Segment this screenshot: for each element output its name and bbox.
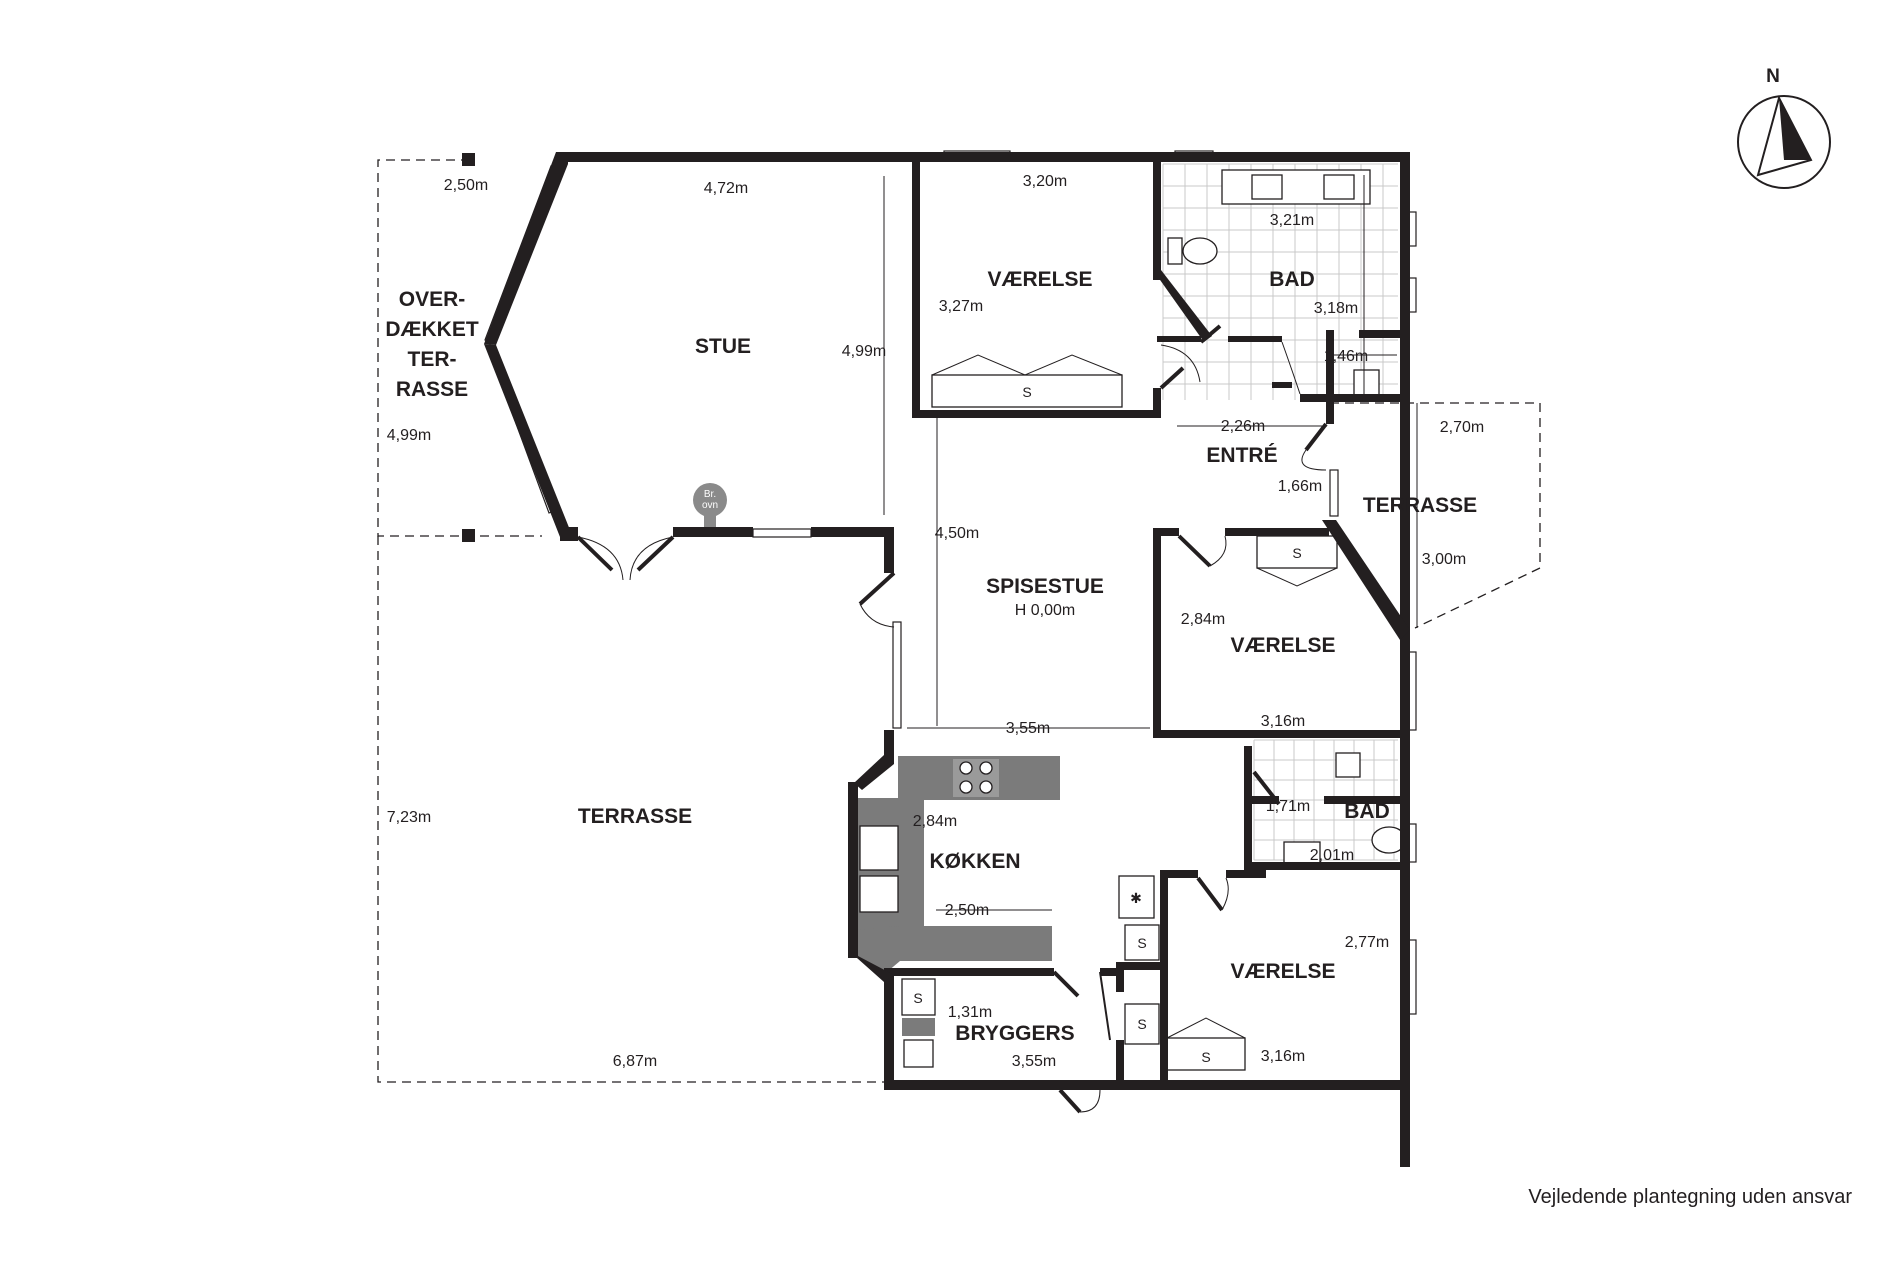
svg-text:ovn: ovn (702, 500, 718, 511)
dim-bad-top-small: 1,46m (1324, 348, 1368, 365)
dim-terrasse-west-height: 7,23m (387, 809, 431, 826)
room-labels: OVER- DÆKKET TER- RASSE STUE VÆRELSE BAD… (385, 268, 1477, 1045)
room-vaerelse-bottom: VÆRELSE (1230, 960, 1335, 983)
dim-vaerelse-top-height: 3,27m (939, 298, 983, 315)
disclaimer: Vejledende plantegning uden ansvar (1528, 1186, 1852, 1208)
overdaekket-label-4: RASSE (396, 378, 468, 401)
dim-vaerelse-top-width: 3,20m (1023, 173, 1067, 190)
washer-icon (903, 1039, 934, 1068)
stove-burners-icon (959, 761, 993, 794)
fixtures: S S S S S S Br. ovn (693, 169, 1407, 1071)
svg-text:S: S (1022, 384, 1031, 400)
walls (484, 152, 1410, 1167)
spisestue-height: H 0,00m (1015, 602, 1075, 619)
toilet-icon (1182, 237, 1218, 265)
svg-text:S: S (1292, 545, 1301, 561)
svg-text:S: S (1201, 1049, 1210, 1065)
dim-vaerelse-bottom-height: 2,77m (1345, 934, 1389, 951)
overdaekket-label-2: DÆKKET (385, 318, 479, 341)
closet-hall-1: S (1124, 924, 1160, 961)
north-compass-icon: N (1737, 66, 1831, 189)
dim-terrasse-east-width: 2,70m (1440, 419, 1484, 436)
room-terrasse-west: TERRASSE (578, 805, 692, 828)
svg-text:Br.: Br. (704, 489, 716, 500)
closet-hall-2: S (1124, 1003, 1160, 1045)
dimension-lines (883, 175, 1418, 911)
room-bad-small: BAD (1344, 800, 1390, 823)
compass-north-label: N (1766, 66, 1780, 87)
overdaekket-label-3: TER- (408, 348, 457, 371)
dishwasher-icon (859, 875, 899, 913)
shower-small-icon (1335, 752, 1361, 778)
closet-bryggers: S (901, 978, 936, 1016)
room-vaerelse-top: VÆRELSE (987, 268, 1092, 291)
dim-stue-height: 4,99m (842, 343, 886, 360)
room-terrasse-east: TERRASSE (1363, 494, 1477, 517)
fireplace-icon: Br. ovn (693, 483, 727, 530)
dim-vaerelse-mid-width: 3,16m (1261, 713, 1305, 730)
doors (576, 324, 1328, 1114)
sink-icon (859, 825, 899, 871)
dim-entre-width: 2,26m (1221, 418, 1265, 435)
dim-spisestue-height: 4,50m (935, 525, 979, 542)
dim-stue-width: 4,72m (704, 180, 748, 197)
room-entre: ENTRÉ (1206, 444, 1277, 467)
closet-vaerelse-bottom: S (1166, 1017, 1246, 1071)
room-bad-top: BAD (1269, 268, 1315, 291)
room-kokken: KØKKEN (929, 850, 1020, 873)
svg-text:S: S (1137, 935, 1146, 951)
dimension-labels: 2,50m 4,99m 4,72m 4,99m 3,20m 3,27m 3,21… (387, 173, 1484, 1070)
snowflake-icon: ✱ (1130, 890, 1142, 906)
svg-text:S: S (1137, 1016, 1146, 1032)
dim-overdaekket-height: 4,99m (387, 427, 431, 444)
dim-bad-small-height: 1,71m (1266, 798, 1310, 815)
room-spisestue: SPISESTUE (986, 575, 1104, 598)
dim-kokken-width: 2,50m (945, 902, 989, 919)
dim-bad-top-width: 3,21m (1270, 212, 1314, 229)
dim-bryggers-height: 1,31m (948, 1004, 992, 1021)
dim-entre-height: 1,66m (1278, 478, 1322, 495)
kitchen-counter: ✱ (853, 756, 1155, 972)
room-stue: STUE (695, 335, 751, 358)
dim-kokken-height: 2,84m (913, 813, 957, 830)
svg-text:S: S (913, 990, 922, 1006)
overdaekket-label-1: OVER- (399, 288, 466, 311)
dim-vaerelse-mid-height: 2,84m (1181, 611, 1225, 628)
closet-vaerelse-mid: S (1256, 535, 1338, 587)
terrace-outlines (377, 153, 1541, 1083)
shower-icon (1353, 369, 1380, 397)
dim-terrasse-west-width: 6,87m (613, 1053, 657, 1070)
freezer-icon (1118, 875, 1155, 919)
closet-vaerelse-top: S (931, 354, 1123, 408)
dim-terrasse-east-height: 3,00m (1422, 551, 1466, 568)
room-vaerelse-mid: VÆRELSE (1230, 634, 1335, 657)
dim-bad-top-height: 3,18m (1314, 300, 1358, 317)
dim-bad-small-width: 2,01m (1310, 847, 1354, 864)
dim-bryggers-width: 3,55m (1012, 1053, 1056, 1070)
room-bryggers: BRYGGERS (955, 1022, 1074, 1045)
dim-spisestue-width: 3,55m (1006, 720, 1050, 737)
dim-overdaekket-width: 2,50m (444, 177, 488, 194)
dim-vaerelse-bottom-width: 3,16m (1261, 1048, 1305, 1065)
